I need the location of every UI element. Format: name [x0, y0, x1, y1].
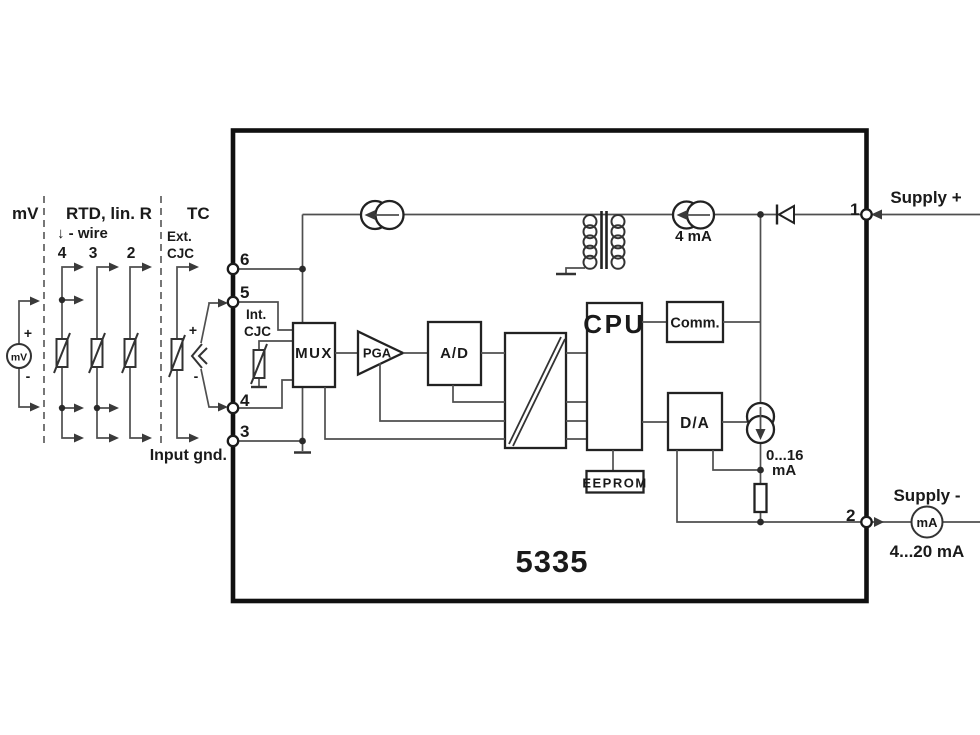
- ext-cjc-label-2: CJC: [167, 246, 194, 261]
- dac-label: D/A: [680, 415, 710, 432]
- mv-source-symbol: [6, 343, 32, 369]
- barrier-bus-wires: [324, 352, 587, 440]
- terminal-4: [226, 401, 240, 415]
- supply-minus-wiring: [871, 505, 980, 539]
- terminal-5: [226, 295, 240, 309]
- rtd-3wire-sensor: [88, 262, 119, 443]
- rtd-4wire-sensor: [53, 262, 84, 443]
- eeprom-block: [585, 469, 645, 494]
- device-enclosure-box: [230, 128, 869, 604]
- output-range-label: 0...16: [766, 447, 804, 464]
- rtd-count-3: 3: [89, 245, 98, 262]
- isolation-barrier-block: [503, 331, 568, 450]
- terminal-6-label: 6: [240, 250, 249, 269]
- terminal-4-label: 4: [240, 391, 250, 410]
- comm-label: Comm.: [670, 316, 719, 332]
- rtd-wire-label: ↓ - wire: [57, 225, 108, 242]
- int-cjc-label-2: CJC: [244, 324, 271, 339]
- int-cjc-label-1: Int.: [246, 307, 266, 322]
- loop-range-label: 4...20 mA: [890, 542, 965, 561]
- supply-plus-wiring: [871, 209, 980, 220]
- terminal-2: [860, 515, 873, 529]
- mux-block: [291, 321, 337, 389]
- current-source-4ma: [671, 200, 716, 230]
- rtd-section-label: RTD, lin. R: [66, 204, 152, 223]
- output-rail: [676, 211, 861, 526]
- supply-plus-label: Supply +: [890, 188, 961, 207]
- mux-label: MUX: [295, 345, 333, 362]
- terminal-3-label: 3: [240, 422, 249, 441]
- adc-block: [426, 320, 483, 387]
- ma-meter-label: mA: [917, 515, 939, 530]
- adc-label: A/D: [440, 345, 469, 362]
- int-cjc-sensor: [250, 340, 293, 389]
- current-source-output: [745, 401, 776, 445]
- terminal-leads: [238, 214, 311, 454]
- eeprom-label: EEPROM: [582, 476, 647, 491]
- terminal-2-label: 2: [846, 506, 855, 525]
- mv-source-label: mV: [11, 352, 27, 364]
- pga-label: PGA: [363, 346, 392, 361]
- terminal-3: [226, 434, 240, 448]
- mv-input-wiring: [6, 296, 40, 412]
- cpu-block: [585, 301, 644, 452]
- cpu-label: CPU: [583, 309, 645, 339]
- ext-cjc-label-1: Ext.: [167, 229, 192, 244]
- mv-plus-label: +: [24, 325, 32, 341]
- diode: [775, 204, 795, 225]
- current-source-input: [359, 199, 405, 231]
- terminal-5-label: 5: [240, 283, 249, 302]
- thermocouple-symbol: [190, 298, 228, 412]
- ext-cjc-sensor: [168, 262, 199, 443]
- iso-4ma-label: 4 mA: [675, 228, 712, 245]
- terminal-1: [860, 208, 873, 221]
- rtd-2wire-sensor: [121, 262, 152, 443]
- mv-section-label: mV: [12, 204, 39, 223]
- tc-section-label: TC: [187, 204, 210, 223]
- mv-minus-label: -: [26, 368, 31, 384]
- output-range-unit-label: mA: [772, 462, 796, 479]
- rtd-count-2: 2: [127, 245, 136, 262]
- supply-minus-label: Supply -: [893, 486, 960, 505]
- tc-minus-label: -: [194, 368, 199, 384]
- model-number: 5335: [516, 544, 589, 579]
- tc-plus-label: +: [189, 322, 197, 338]
- terminal-1-label: 1: [850, 200, 859, 219]
- rtd-count-4: 4: [58, 245, 67, 262]
- isolation-transformer: [556, 211, 626, 276]
- resistor-symbol: [753, 482, 768, 514]
- ma-meter-symbol: [910, 505, 944, 539]
- input-gnd-label: Input gnd.: [150, 447, 227, 464]
- terminal-6: [226, 262, 240, 276]
